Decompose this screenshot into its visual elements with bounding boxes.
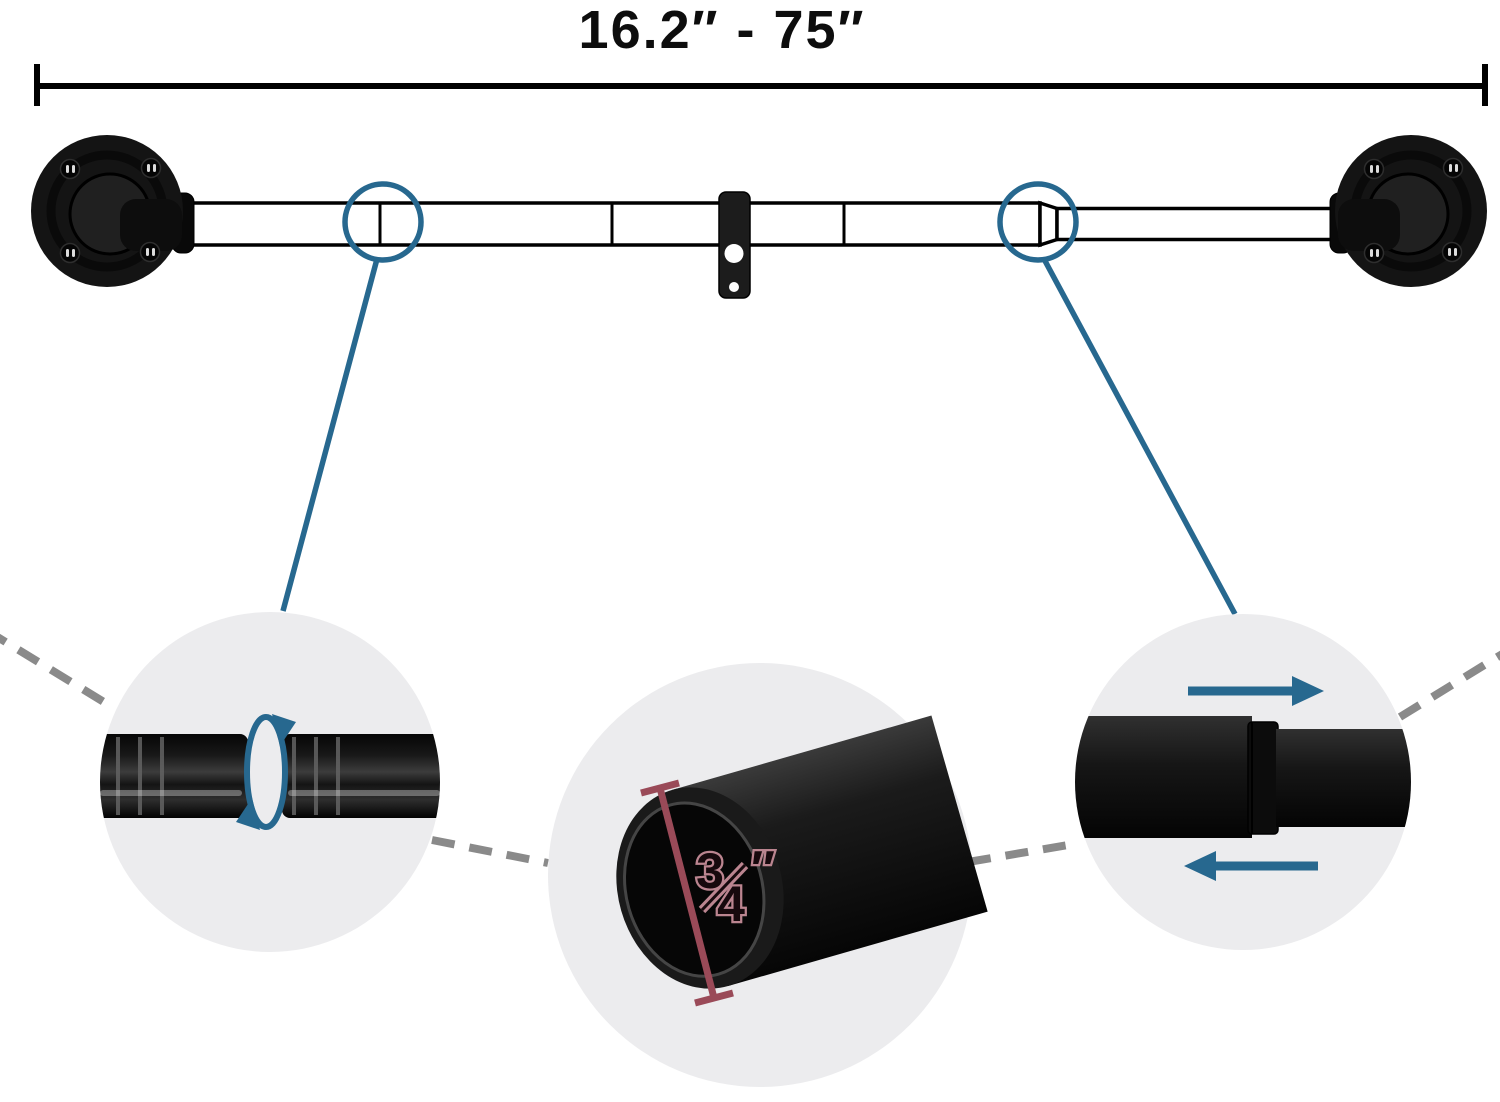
- detail-diameter: 3 4 ″: [548, 663, 988, 1087]
- center-bracket: [718, 191, 751, 299]
- diameter-dimension: [640, 779, 734, 1007]
- telescope-outer-pipe: [1075, 716, 1252, 838]
- curtain-rod: [31, 135, 1487, 299]
- pipe-ribs: [116, 737, 340, 815]
- rotate-arrows-icon: [236, 714, 296, 830]
- dashed-line-middle-right: [967, 839, 1081, 866]
- arrow-right-icon: [1188, 676, 1324, 706]
- pipe-gloss: [100, 790, 440, 796]
- inch-mark: ″: [751, 841, 775, 897]
- dashed-connectors: [0, 633, 1500, 867]
- diameter-label: 3 4 ″: [694, 839, 777, 935]
- rod-tube-left: [189, 201, 1042, 247]
- left-wall-flange: [31, 135, 195, 287]
- dashed-line-right-edge: [1397, 650, 1500, 721]
- screw-highlights: [1370, 164, 1458, 257]
- bracket-screw-hole-small: [729, 282, 739, 292]
- dimension-label: 16.2″ - 75″: [579, 0, 866, 60]
- rod-telescope-joint: [1038, 200, 1059, 248]
- callout-leader-right: [1041, 257, 1238, 616]
- flange-screws: [59, 157, 162, 264]
- callout-leader-left: [280, 258, 380, 612]
- callout-circle-left: [342, 181, 424, 263]
- telescope-inner-pipe: [1276, 729, 1411, 827]
- fraction-denominator: 4: [717, 876, 745, 932]
- detail-telescope: [1075, 614, 1411, 950]
- rod-tube-right: [1055, 206, 1336, 242]
- ribbed-pipe-left: [100, 734, 248, 818]
- dashed-line-left-middle: [431, 836, 549, 867]
- fraction-numerator: 3: [696, 843, 724, 899]
- detail-rotation-joint: [100, 612, 440, 952]
- ribbed-pipe-right: [282, 734, 440, 818]
- pipe-cross-section: [616, 715, 988, 989]
- flange-screws: [1363, 157, 1464, 264]
- dimension-annotation: 16.2″ - 75″: [34, 0, 1488, 106]
- screw-highlights: [66, 164, 156, 257]
- bracket-screw-hole-large: [724, 244, 744, 263]
- right-wall-flange: [1329, 135, 1487, 287]
- fraction-slash-inner: [700, 863, 747, 912]
- dashed-line-left-edge: [0, 633, 115, 711]
- arrow-left-icon: [1184, 851, 1318, 881]
- callout-circle-right: [997, 181, 1079, 263]
